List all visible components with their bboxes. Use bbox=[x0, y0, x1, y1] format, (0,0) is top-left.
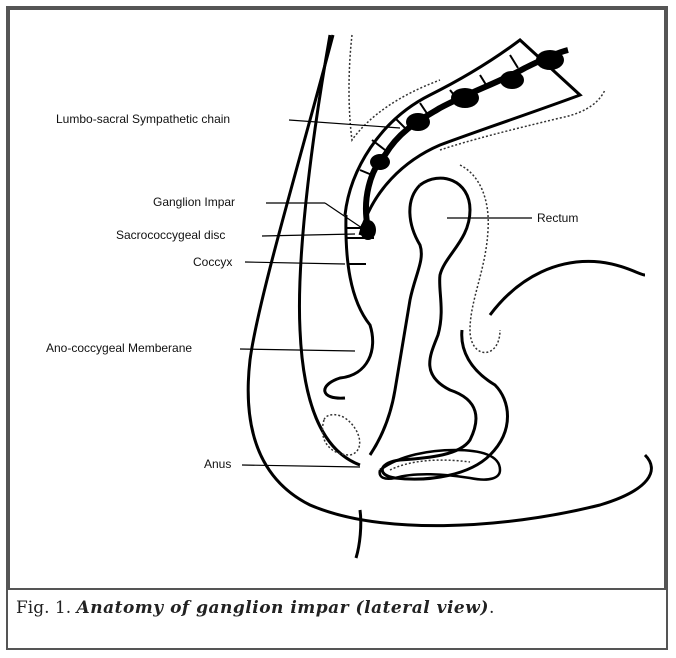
lower-contour bbox=[356, 510, 361, 558]
rectum-inner bbox=[370, 185, 421, 455]
ganglion-2 bbox=[406, 113, 430, 131]
dotted-line-4 bbox=[322, 415, 359, 455]
leader-disc bbox=[262, 234, 355, 236]
label-rectum: Rectum bbox=[537, 211, 578, 225]
sacrum-outer bbox=[299, 35, 360, 465]
caption-suffix: . bbox=[489, 598, 494, 618]
caption-title: Anatomy of ganglion impar (lateral view) bbox=[77, 598, 489, 618]
ganglion-3 bbox=[451, 88, 479, 108]
ganglion-4 bbox=[500, 71, 524, 89]
leader-anococcygeal bbox=[240, 349, 355, 351]
label-anus: Anus bbox=[204, 457, 231, 471]
label-ganglion-impar: Ganglion Impar bbox=[153, 195, 235, 209]
pelvic-loop bbox=[490, 261, 645, 315]
leader-chain bbox=[289, 120, 400, 128]
anal-dotted bbox=[390, 460, 470, 470]
leader-ganglion-impar-2 bbox=[325, 203, 362, 228]
figure-caption: Fig. 1. Anatomy of ganglion impar (later… bbox=[16, 598, 494, 618]
label-coccyx: Coccyx bbox=[193, 255, 232, 269]
leader-anus bbox=[242, 465, 360, 467]
sacrum-inner bbox=[325, 215, 373, 398]
label-sacrococcygeal-disc: Sacrococcygeal disc bbox=[116, 228, 225, 242]
caption-prefix: Fig. 1. bbox=[16, 598, 77, 618]
label-sympathetic-chain: Lumbo-sacral Sympathetic chain bbox=[56, 112, 230, 126]
ganglion-5 bbox=[536, 50, 564, 70]
ganglion-1 bbox=[370, 154, 390, 170]
leader-coccyx bbox=[245, 262, 345, 264]
label-anococcygeal-membrane: Ano-coccygeal Memberane bbox=[46, 341, 192, 355]
